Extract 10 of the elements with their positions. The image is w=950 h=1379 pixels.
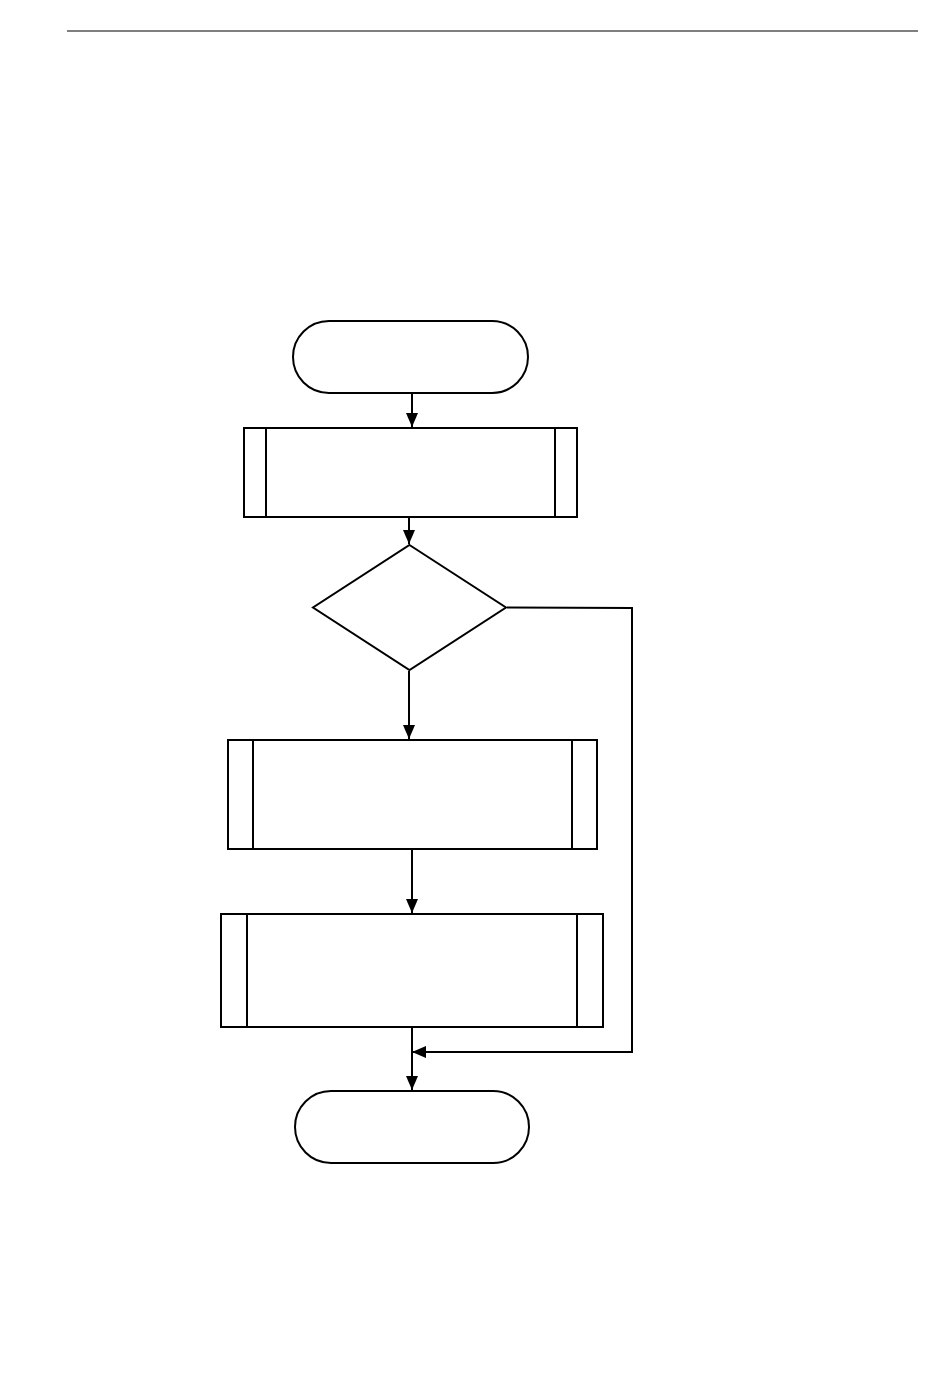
decision-diamond xyxy=(312,544,507,671)
subroutine-box xyxy=(227,739,598,850)
arrow xyxy=(411,606,633,1058)
subroutine-box xyxy=(243,427,578,518)
subroutine-box xyxy=(220,913,604,1028)
arrow xyxy=(403,517,415,545)
arrow xyxy=(406,1051,418,1091)
arrow xyxy=(406,393,418,428)
arrow xyxy=(406,849,418,914)
arrow xyxy=(403,670,415,740)
